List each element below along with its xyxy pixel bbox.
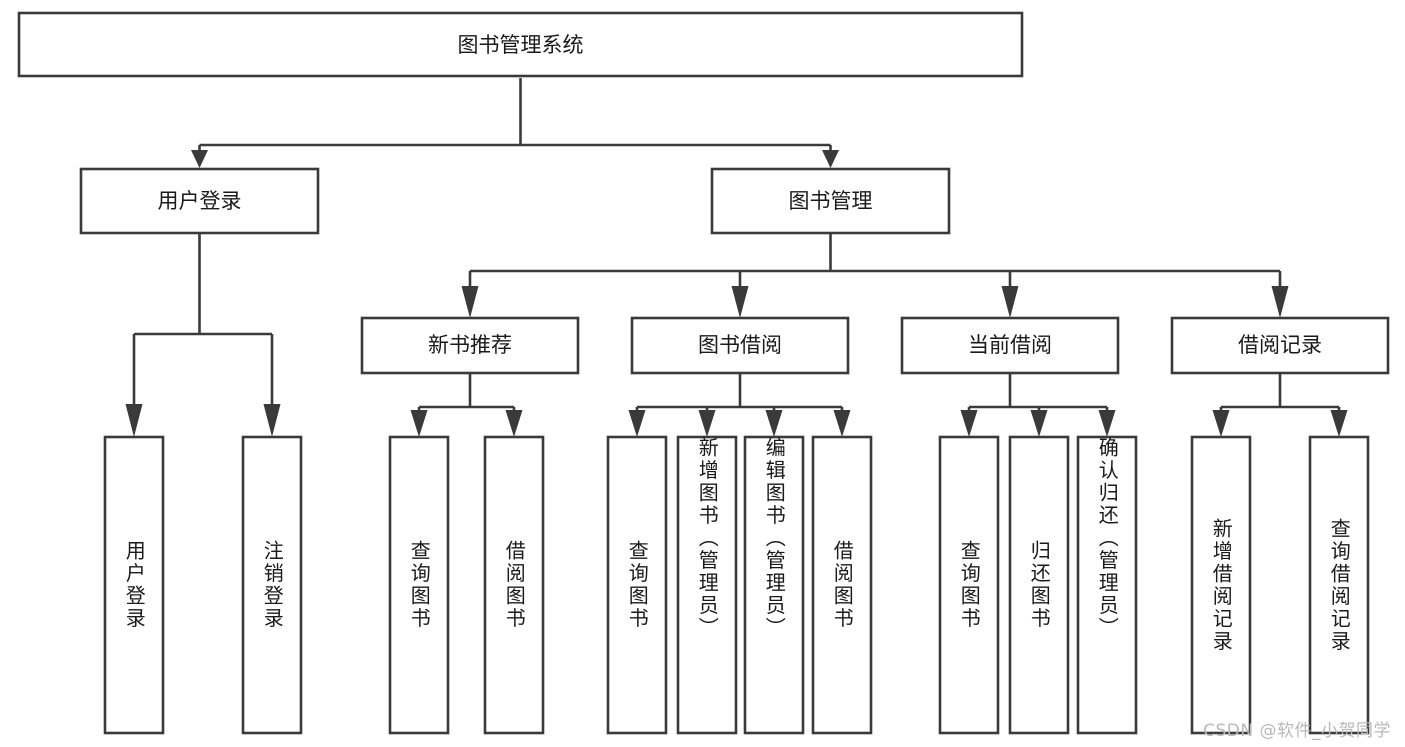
node-new-book-recommend[interactable]: 新书推荐 [360,316,580,375]
watermark: CSDN @软件_小贺同学 [1203,721,1391,741]
arrow-head-br-leaf-1 [1212,410,1230,437]
leaf-box-bb-query-book[interactable] [606,435,668,735]
leaf-box-cb-query-book[interactable] [938,435,1000,735]
connector-group-book-borrow [628,373,851,437]
connector-group-current-borrow [960,373,1116,437]
node-book-management-label: 图书管理 [789,189,873,213]
node-current-borrow-label: 当前借阅 [968,333,1052,357]
node-book-management[interactable]: 图书管理 [710,167,951,235]
arrow-head-book-mgmt [822,150,839,168]
node-new-book-recommend-box[interactable] [360,316,580,375]
arrow-head-borrow-record [1271,286,1289,318]
leaf-box-bb-add-book[interactable] [676,435,738,735]
arrow-head-bb-leaf-2 [698,410,716,437]
leaf-boxes-new-book-recommend [388,435,545,735]
connector-group-book-mgmt [461,233,1289,318]
leaf-box-user-login[interactable] [103,435,165,735]
leaf-box-cb-confirm-return[interactable] [1076,435,1138,735]
leaf-boxes-user-login [103,435,303,735]
node-borrow-record[interactable]: 借阅记录 [1170,316,1390,375]
arrow-head-current-borrow [1001,286,1019,318]
node-root-box[interactable] [17,11,1024,78]
leaf-boxes-borrow-record [1190,435,1370,735]
connector-group-root [191,78,839,168]
leaf-boxes-book-borrow [606,435,873,735]
arrow-head-br-leaf-2 [1330,410,1348,437]
node-book-management-box[interactable] [710,167,951,235]
node-book-borrow-box[interactable] [630,316,850,375]
arrow-head-cb-leaf-2 [1030,410,1048,437]
arrow-head-nbr-leaf-2 [505,410,523,437]
arrow-head-book-borrow [731,286,749,318]
arrow-head-user-login [191,150,208,168]
node-root[interactable]: 图书管理系统 [17,11,1024,78]
arrow-head-bb-leaf-1 [628,410,646,437]
arrow-head-bb-leaf-3 [765,410,783,437]
node-new-book-recommend-label: 新书推荐 [428,333,512,357]
arrow-head-leaf-user-login [125,404,143,437]
node-user-login-label: 用户登录 [158,189,242,213]
node-current-borrow-box[interactable] [900,316,1120,375]
node-book-borrow-label: 图书借阅 [698,333,782,357]
node-user-login[interactable]: 用户登录 [79,167,320,235]
node-borrow-record-label: 借阅记录 [1238,333,1322,357]
arrow-head-leaf-logout [263,404,281,437]
node-borrow-record-box[interactable] [1170,316,1390,375]
arrow-head-new-book-rec [461,286,479,318]
leaf-boxes-current-borrow [938,435,1138,735]
connector-group-user-login [125,233,281,437]
connector-group-new-book-rec [410,373,523,437]
leaf-box-nbr-borrow-book[interactable] [483,435,545,735]
leaf-box-bb-edit-book[interactable] [743,435,805,735]
arrow-head-bb-leaf-4 [833,410,851,437]
arrow-head-cb-leaf-3 [1098,410,1116,437]
arrow-head-cb-leaf-1 [960,410,978,437]
leaf-box-logout[interactable] [241,435,303,735]
node-root-label: 图书管理系统 [458,33,584,57]
leaf-box-nbr-query-book[interactable] [388,435,450,735]
node-current-borrow[interactable]: 当前借阅 [900,316,1120,375]
node-book-borrow[interactable]: 图书借阅 [630,316,850,375]
connector-group-borrow-record [1212,373,1348,437]
arrow-head-nbr-leaf-1 [410,410,428,437]
leaf-box-br-query-record[interactable] [1308,435,1370,735]
node-user-login-box[interactable] [79,167,320,235]
leaf-box-cb-return-book[interactable] [1008,435,1070,735]
leaf-box-bb-borrow-book[interactable] [811,435,873,735]
leaf-box-br-add-record[interactable] [1190,435,1252,735]
